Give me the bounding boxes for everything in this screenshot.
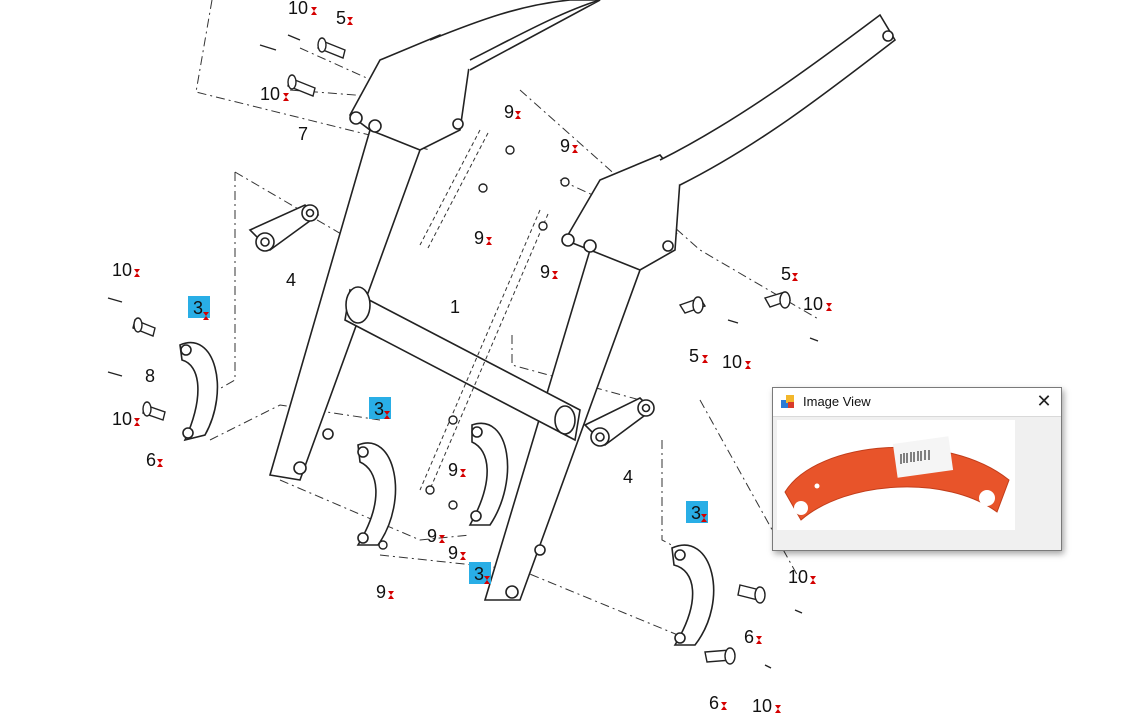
callout-6: 6 (744, 627, 754, 647)
callout-8: 8 (145, 366, 155, 386)
callout-9: 9 (427, 526, 437, 546)
callout-3-highlight[interactable]: 3 (686, 501, 708, 523)
callout-4: 4 (286, 270, 296, 290)
hydraulic-rod (419, 209, 549, 495)
image-view-body (777, 420, 1059, 548)
callout-1: 1 (450, 297, 460, 317)
highlighted-callouts: 3 3 3 3 (188, 296, 708, 584)
callout-9: 9 (504, 102, 514, 122)
callout-9: 9 (448, 543, 458, 563)
callout-9: 9 (560, 136, 570, 156)
close-icon[interactable]: ✕ (1036, 391, 1052, 412)
callout-5: 5 (781, 264, 791, 284)
callout-9: 9 (540, 262, 550, 282)
cylinder-rod-upper (419, 129, 489, 249)
svg-text:3: 3 (474, 564, 484, 584)
bracket-mid-right (468, 422, 509, 526)
callout-3-highlight[interactable]: 3 (188, 296, 210, 320)
callout-10: 10 (722, 352, 742, 372)
callout-10: 10 (803, 294, 823, 314)
bracket-left (179, 342, 219, 442)
callout-5: 5 (336, 8, 346, 28)
callout-10: 10 (112, 260, 132, 280)
image-view-icon (781, 394, 797, 410)
callout-9: 9 (448, 460, 458, 480)
label-barcode (892, 436, 954, 478)
callout-10: 10 (288, 0, 308, 18)
callout-10: 10 (112, 409, 132, 429)
callout-10: 10 (752, 696, 772, 716)
svg-text:3: 3 (691, 503, 701, 523)
bracket-mid-left (356, 442, 397, 546)
image-view-window[interactable]: Image View ✕ (772, 387, 1062, 551)
callout-7: 7 (298, 124, 308, 144)
link-left (248, 204, 320, 252)
window-title: Image View (803, 394, 871, 409)
callout-10: 10 (788, 567, 808, 587)
bracket-right (671, 544, 715, 646)
left-loader-arm (268, 0, 601, 481)
pins-and-bolts (107, 34, 819, 669)
callout-6: 6 (709, 693, 719, 713)
cross-tube (344, 286, 581, 442)
callout-9: 9 (376, 582, 386, 602)
callouts: 10 5 10 7 9 9 9 9 4 10 1 5 10 5 10 8 10 … (112, 0, 832, 716)
callout-9: 9 (474, 228, 484, 248)
callout-6: 6 (146, 450, 156, 470)
part-photo (777, 420, 1015, 530)
callout-10: 10 (260, 84, 280, 104)
svg-text:3: 3 (374, 399, 384, 419)
link-right (583, 397, 655, 447)
bracket-part-photo (784, 446, 1010, 521)
window-titlebar[interactable]: Image View ✕ (773, 388, 1061, 417)
callout-4: 4 (623, 467, 633, 487)
callout-3-highlight[interactable]: 3 (469, 562, 491, 584)
svg-text:3: 3 (193, 298, 203, 318)
callout-3-highlight[interactable]: 3 (369, 397, 391, 419)
callout-5: 5 (689, 346, 699, 366)
